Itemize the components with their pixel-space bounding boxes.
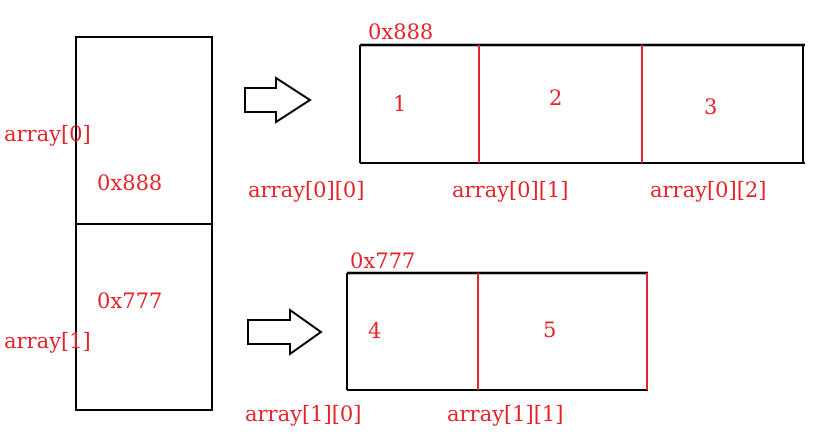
row0-array-box (359, 43, 805, 164)
row1-index-label: array[1][1] (447, 402, 564, 426)
row0-cell-value: 3 (704, 95, 718, 119)
pointer-value-1: 0x777 (97, 289, 163, 313)
row0-index-label: array[0][2] (650, 178, 767, 202)
row1-address: 0x777 (350, 249, 416, 273)
row1-cell-value: 5 (543, 318, 557, 342)
arrow-right-icon (244, 76, 312, 124)
row1-array-box (346, 271, 648, 391)
pointer-label-0: array[0] (4, 122, 91, 146)
pointer-label-1: array[1] (4, 329, 91, 353)
pointer-value-0: 0x888 (97, 171, 163, 195)
row0-cell-value: 1 (393, 92, 407, 116)
row0-cell-value: 2 (549, 86, 563, 110)
row0-index-label: array[0][0] (248, 178, 365, 202)
row0-address: 0x888 (368, 20, 434, 44)
row1-index-label: array[1][0] (245, 402, 362, 426)
row1-cell-value: 4 (368, 319, 382, 343)
arrow-right-icon (247, 308, 323, 356)
row0-index-label: array[0][1] (452, 178, 569, 202)
